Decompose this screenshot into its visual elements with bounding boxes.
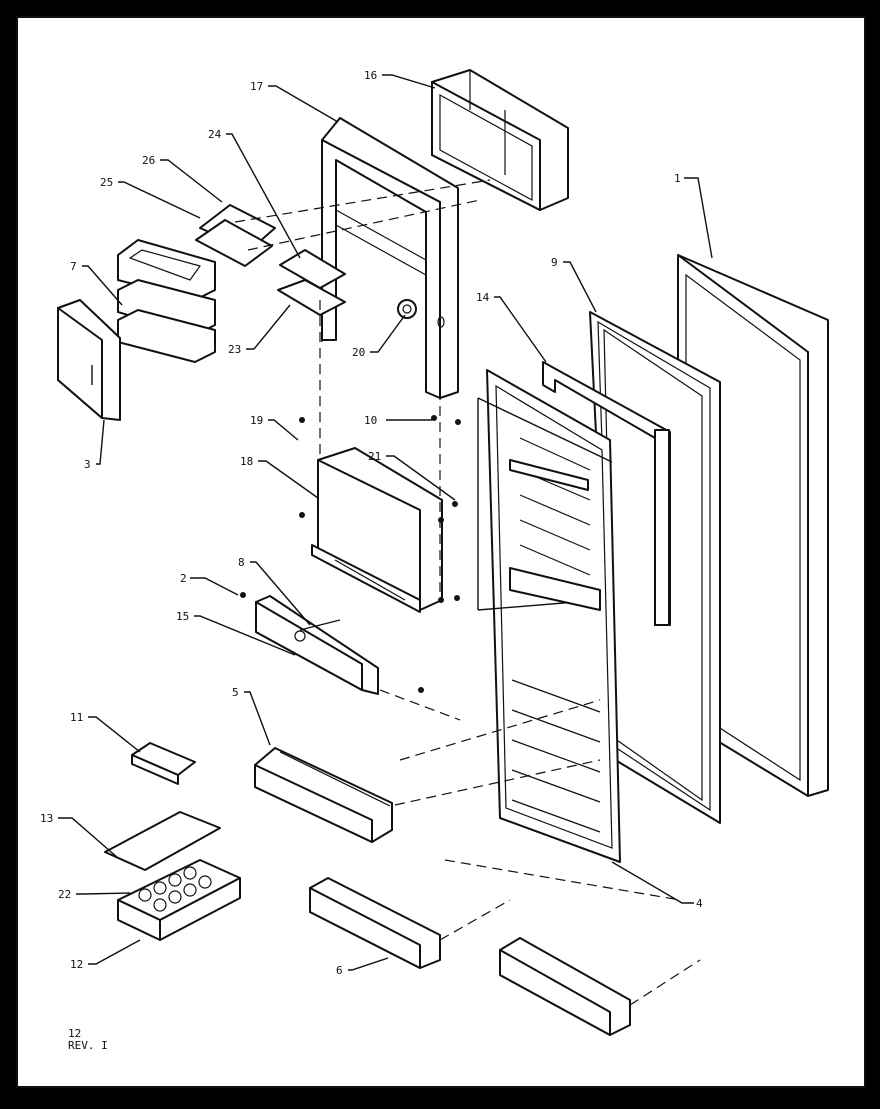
callout-16: 16 (364, 69, 377, 82)
part-11-tray (131, 742, 196, 785)
callout-6: 6 (336, 964, 343, 977)
callout-23: 23 (228, 343, 241, 356)
part-14-liner-frame (542, 361, 671, 626)
callout-labels: 1 2 3 4 5 6 7 8 9 10 11 12 13 14 15 16 1… (40, 69, 703, 977)
callout-12: 12 (70, 958, 83, 971)
part-7-containers (117, 239, 216, 363)
part-25-shelf (195, 219, 273, 267)
callout-1: 1 (674, 172, 681, 185)
part-15-bin (255, 595, 379, 695)
part-12-ice-tray (117, 859, 241, 941)
callout-9: 9 (551, 256, 558, 269)
callout-19: 19 (250, 414, 263, 427)
callout-11: 11 (70, 711, 83, 724)
callout-8: 8 (238, 556, 245, 569)
callout-3: 3 (84, 458, 91, 471)
callout-15: 15 (176, 610, 189, 623)
callout-5: 5 (232, 686, 239, 699)
callout-21: 21 (368, 450, 381, 463)
part-3-small-door (57, 299, 121, 421)
part-16-top-box (431, 69, 569, 211)
callout-17: 17 (250, 80, 263, 93)
callout-4: 4 (696, 897, 703, 910)
callout-7: 7 (70, 260, 77, 273)
callout-14: 14 (476, 291, 490, 304)
part-23-shelf (277, 279, 346, 342)
part-6-door-bin (309, 877, 441, 969)
drawing-footer: 12 REV. I (68, 1028, 108, 1052)
callout-13: 13 (40, 812, 53, 825)
part-22-ice-cube-cells (138, 866, 212, 912)
part-18-housing (311, 447, 443, 613)
part-20-fitting (397, 299, 417, 319)
part-4-inner-liner (477, 369, 621, 863)
revision-label: REV. I (68, 1039, 108, 1052)
callout-22: 22 (58, 888, 71, 901)
callout-20: 20 (352, 346, 365, 359)
alignment-lines (234, 179, 701, 1006)
callout-18: 18 (240, 455, 253, 468)
callout-26: 26 (142, 154, 155, 167)
part-lower-door-bin (499, 937, 631, 1036)
callout-2: 2 (180, 572, 187, 585)
part-5-door-bin (254, 747, 393, 843)
callout-10: 10 (364, 414, 377, 427)
page-code: 12 (68, 1027, 82, 1040)
leader-lines (58, 74, 713, 971)
callout-24: 24 (208, 128, 222, 141)
part-13-tray-cover (104, 811, 221, 871)
callout-25: 25 (100, 176, 113, 189)
part-17-frame (321, 117, 459, 399)
